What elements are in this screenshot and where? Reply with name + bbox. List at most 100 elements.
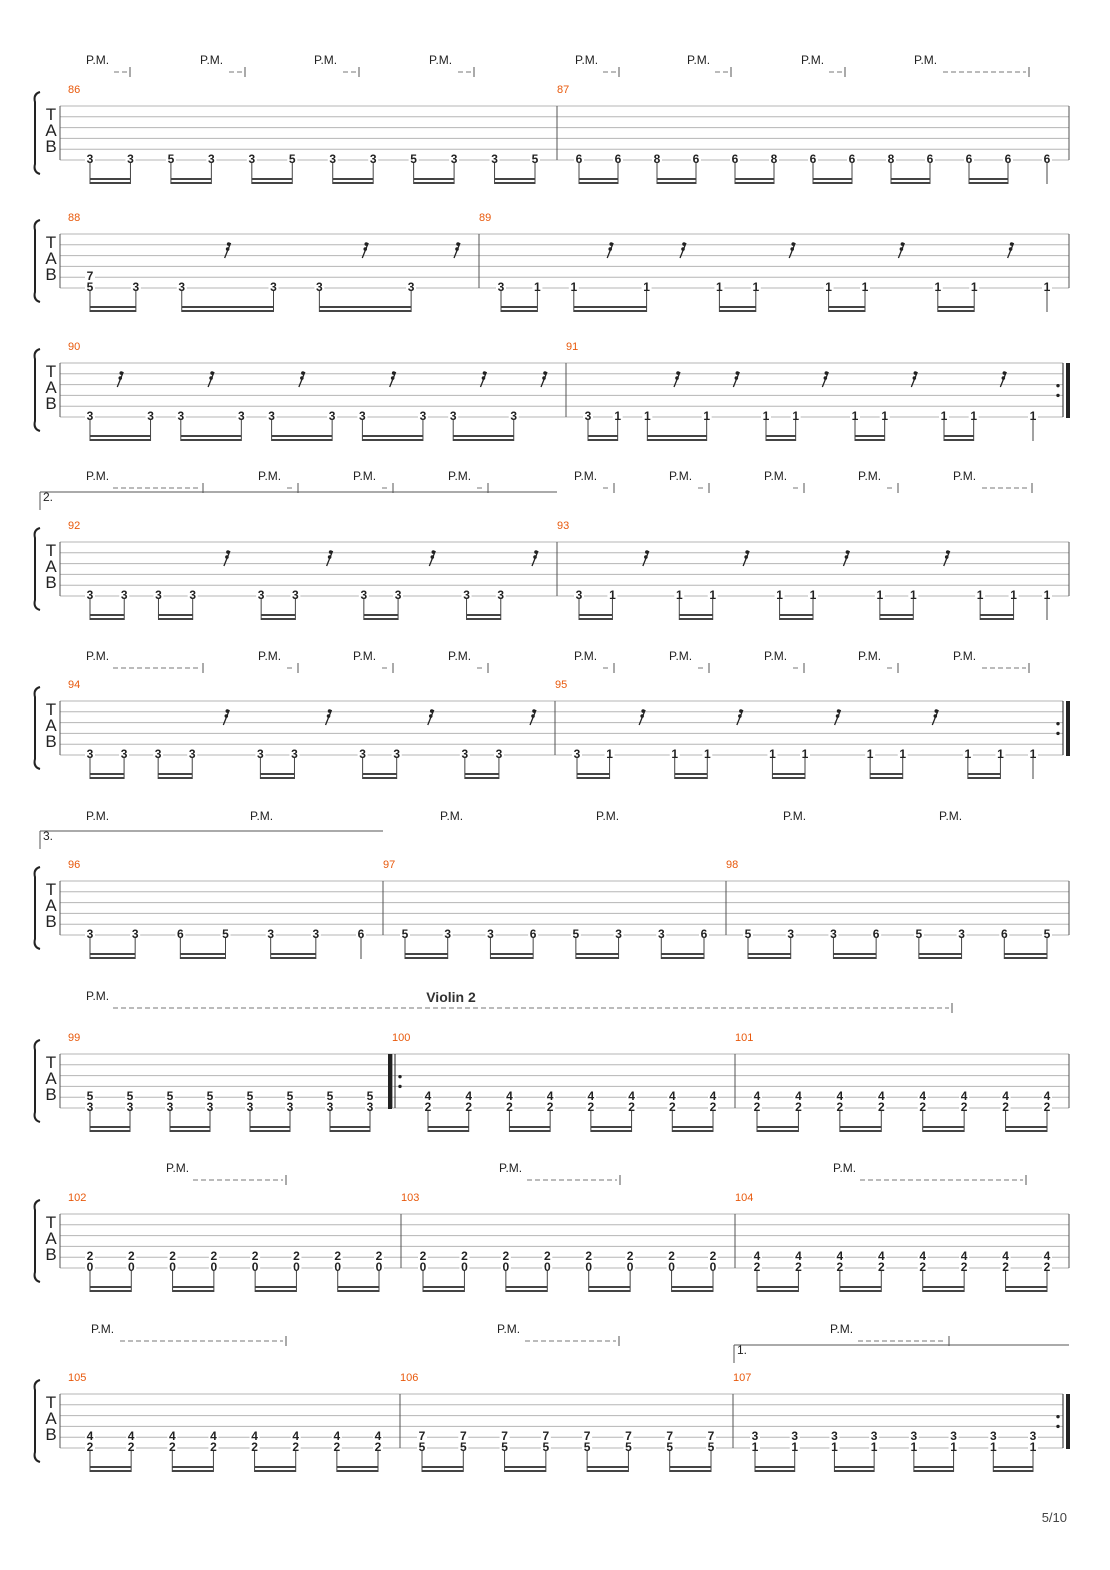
fret-bg (743, 927, 753, 938)
palm-mute-label: P.M. (914, 53, 937, 67)
fret-number: 0 (544, 1260, 551, 1274)
tab-clef-letter: T (46, 1213, 56, 1232)
fret-number: 1 (644, 409, 651, 423)
rest-flag (945, 550, 950, 554)
fret-number: 1 (1030, 747, 1037, 761)
note-beam (679, 618, 713, 620)
fret-bg (265, 927, 276, 938)
fret-bg (948, 1440, 959, 1451)
fret-number: 4 (1044, 1089, 1051, 1103)
fret-bg (373, 1440, 383, 1451)
note-beam (757, 1290, 799, 1292)
note-beam (422, 1466, 464, 1468)
fret-number: 4 (961, 1089, 968, 1103)
fret-bg (752, 1100, 762, 1111)
fret-number: 0 (293, 1260, 300, 1274)
fret-number: 3 (370, 152, 377, 166)
fret-number: 4 (425, 1089, 432, 1103)
fret-number: 2 (128, 1249, 135, 1263)
rest-flag (824, 371, 829, 375)
fret-bg (85, 1100, 95, 1111)
system-bracket (33, 1379, 41, 1463)
note-beam (891, 182, 930, 184)
fret-bg (245, 1089, 255, 1101)
tab-clef-letter: T (46, 1053, 56, 1072)
fret-number: 3 (248, 152, 255, 166)
note-beam (679, 614, 713, 616)
fret-bg (1003, 152, 1013, 163)
fret-number: 1 (825, 280, 832, 294)
fret-bg (823, 280, 834, 291)
fret-number: 4 (465, 1089, 472, 1103)
fret-bg (828, 927, 839, 938)
fret-number: 7 (666, 1429, 673, 1443)
note-beam (891, 178, 930, 180)
measure-number: 97 (383, 859, 395, 871)
fret-number: 4 (292, 1429, 299, 1443)
fret-number: 0 (627, 1260, 634, 1274)
fret-bg (495, 588, 506, 599)
fret-number: 1 (676, 588, 683, 602)
fret-number: 7 (708, 1429, 715, 1443)
fret-number: 2 (795, 1100, 802, 1114)
system-bracket (33, 348, 41, 432)
note-beam (674, 773, 708, 775)
palm-mute-label: P.M. (574, 469, 597, 483)
tab-clef-letter: A (45, 896, 57, 915)
fret-number: 3 (312, 927, 319, 941)
note-beam (337, 1290, 379, 1292)
note-beam (993, 1470, 1033, 1472)
note-beam (779, 618, 813, 620)
fret-bg (119, 588, 130, 599)
system-bracket (33, 91, 41, 175)
fret-number: 2 (837, 1100, 844, 1114)
fret-bg (789, 1440, 800, 1451)
fret-bg (707, 588, 718, 599)
palm-mute-label: P.M. (499, 1161, 522, 1175)
measure-number: 87 (557, 84, 569, 96)
fret-bg (126, 1440, 137, 1451)
fret-bg (167, 1260, 178, 1271)
fret-number: 2 (420, 1249, 427, 1263)
palm-mute-label: P.M. (574, 649, 597, 663)
palm-mute-label: P.M. (448, 649, 471, 663)
fret-bg (208, 1429, 219, 1441)
fret-number: 2 (506, 1100, 513, 1114)
fret-bg (85, 747, 95, 758)
palm-mute-label: P.M. (353, 649, 376, 663)
fret-bg (268, 280, 279, 291)
fret-number: 6 (358, 927, 365, 941)
note-beam (575, 957, 619, 959)
fret-bg (908, 588, 919, 599)
system-bracket (33, 219, 41, 303)
fret-bg (750, 1429, 760, 1441)
tab-system (33, 67, 1070, 184)
fret-number: 4 (837, 1089, 844, 1103)
note-beam (170, 1126, 210, 1128)
note-beam (362, 435, 423, 437)
note-beam (509, 1126, 551, 1128)
page-number: 5/10 (1041, 1510, 1067, 1525)
rest-flag (364, 242, 369, 246)
fret-bg (249, 1429, 260, 1441)
palm-mute-label: P.M. (91, 1322, 114, 1336)
fret-number: 5 (532, 152, 539, 166)
fret-bg (874, 588, 885, 599)
palm-mute-label: P.M. (953, 649, 976, 663)
fret-bg (886, 152, 896, 163)
note-beam (261, 618, 296, 620)
fret-bg (999, 927, 1010, 938)
note-beam (834, 1470, 875, 1472)
fret-bg (545, 1089, 556, 1101)
measure-number: 91 (566, 341, 578, 353)
fret-bg (331, 1429, 342, 1441)
note-beam (588, 439, 618, 441)
note-beam (90, 953, 136, 955)
note-beam (158, 777, 193, 779)
fret-number: 4 (169, 1429, 176, 1443)
fret-bg (540, 1429, 551, 1441)
note-beam (423, 1286, 465, 1288)
rest-flag (676, 371, 680, 375)
note-beam (674, 777, 708, 779)
tab-clef-letter: A (45, 557, 57, 576)
